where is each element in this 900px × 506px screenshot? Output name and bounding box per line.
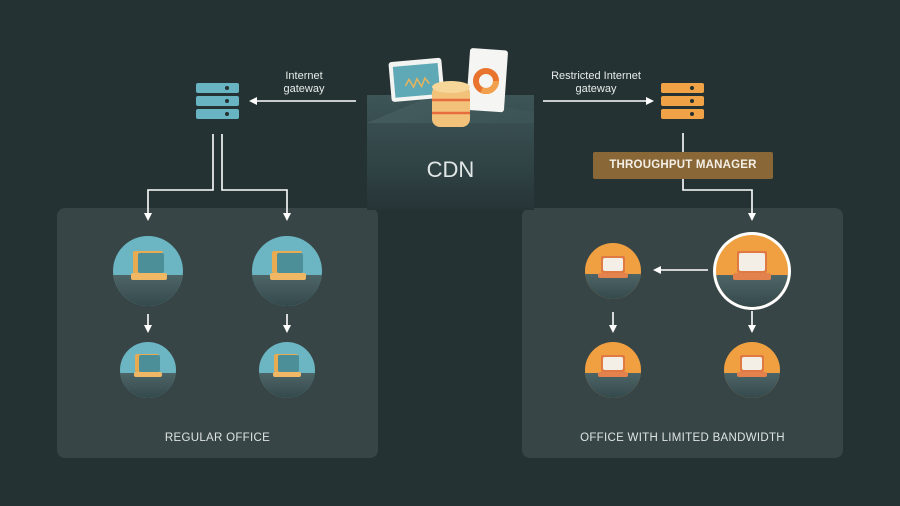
internet-gateway-label-line1: Internet (285, 70, 323, 82)
internet-gateway-server-icon (196, 83, 239, 122)
gateway-to-right-node-arrow (221, 134, 291, 221)
limited-office-node (585, 243, 641, 299)
donut-report-icon (466, 48, 508, 113)
restricted-gateway-label-line1: Restricted Internet (551, 70, 641, 82)
internet-gateway-label: Internet gateway (265, 70, 343, 96)
limited-office-label: OFFICE WITH LIMITED BANDWIDTH (580, 432, 785, 444)
limited-office-panel: OFFICE WITH LIMITED BANDWIDTH (522, 208, 843, 458)
regular-office-node (120, 342, 176, 398)
internet-gateway-label-line2: gateway (283, 83, 325, 95)
restricted-gateway-server-icon (661, 83, 704, 122)
limited-office-hub-node (716, 235, 788, 307)
limited-office-node (724, 342, 780, 398)
restricted-gateway-label: Restricted Internet gateway (535, 70, 657, 96)
gateway-to-left-node-arrow (144, 134, 214, 221)
restricted-gateway-label-line2: gateway (575, 83, 617, 95)
cdn-label: CDN (426, 157, 475, 182)
regular-office-node (252, 236, 322, 306)
throughput-manager-box: THROUGHPUT MANAGER (593, 152, 773, 179)
regular-office-label: REGULAR OFFICE (164, 432, 271, 444)
database-icon (432, 81, 470, 127)
regular-office-node (113, 236, 183, 306)
regular-office-node (259, 342, 315, 398)
dashboard-card-icon (388, 57, 445, 102)
tm-to-hub-node-arrow (682, 179, 756, 221)
cdn-illustration (388, 48, 508, 127)
regular-office-panel: REGULAR OFFICE (57, 208, 378, 458)
limited-office-node (585, 342, 641, 398)
